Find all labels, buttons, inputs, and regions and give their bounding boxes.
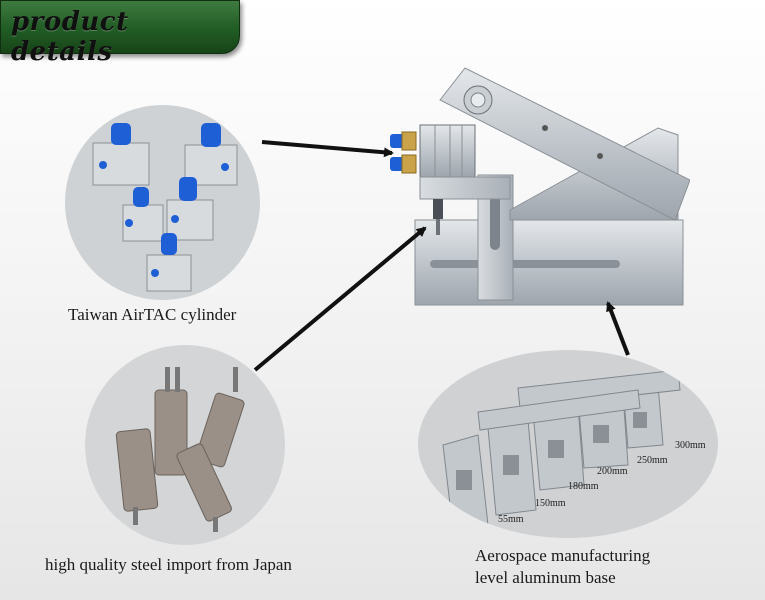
cylinder-caption: Taiwan AirTAC cylinder bbox=[68, 305, 237, 324]
size-label-300: 300mm bbox=[675, 440, 706, 451]
size-label-55: 55mm bbox=[498, 514, 524, 525]
steel-caption: high quality steel import from Japan bbox=[45, 555, 292, 574]
cylinder-photo bbox=[65, 105, 260, 300]
arrow-cylinder bbox=[261, 140, 394, 158]
size-label-180: 180mm bbox=[568, 481, 599, 492]
steel-photo bbox=[85, 345, 285, 545]
aluminum-base-caption-line1: Aerospace manufacturing bbox=[475, 546, 651, 565]
section-title: product details bbox=[11, 7, 129, 67]
arrow-base bbox=[606, 301, 630, 356]
aluminum-base-caption-line2: level aluminum base bbox=[475, 568, 616, 587]
aluminum-base-photo bbox=[418, 350, 718, 538]
product-main-image bbox=[390, 67, 690, 306]
size-label-250: 250mm bbox=[637, 455, 668, 466]
arrow-steel bbox=[253, 226, 427, 372]
size-label-200: 200mm bbox=[597, 466, 628, 477]
aluminum-base-caption: Aerospace manufacturing level aluminum b… bbox=[475, 545, 650, 589]
section-header-tab: product details bbox=[0, 0, 240, 67]
size-label-150: 150mm bbox=[535, 498, 566, 509]
